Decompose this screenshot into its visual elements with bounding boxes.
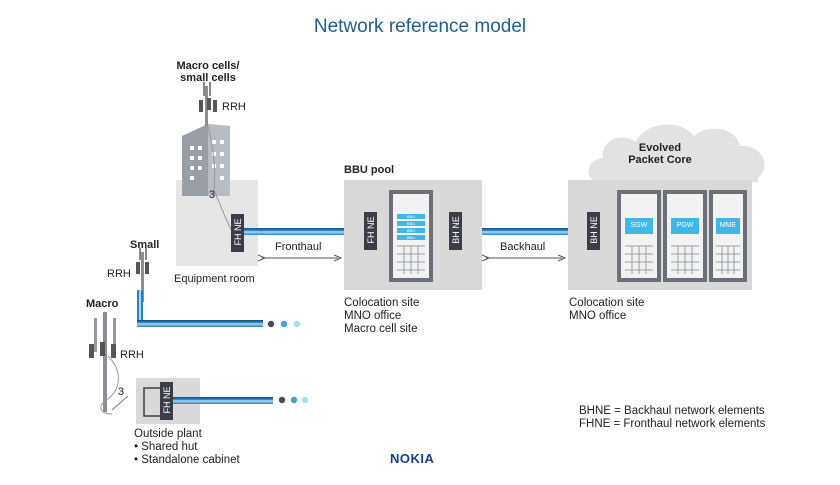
- sgw-module-label: SGW: [630, 222, 648, 229]
- outside-plant-item: Shared hut: [141, 441, 198, 453]
- fh-ne-box-bbu: [364, 212, 377, 250]
- bbu-module-label: BBU: [406, 214, 416, 219]
- outside-plant-title: Outside plant: [134, 428, 202, 440]
- small-cell-continuation-dots: [267, 320, 301, 328]
- core-site-line: Colocation site: [569, 297, 645, 309]
- macro-label: Macro: [86, 298, 119, 310]
- bbu-site-line: Macro cell site: [344, 323, 418, 335]
- mme-module-label: MME: [719, 222, 737, 229]
- outside-plant-item: Standalone cabinet: [141, 454, 240, 466]
- bh-ne-box-core: [587, 212, 600, 250]
- fh-ne-label-outside-plant: FH NE: [162, 386, 172, 414]
- macro-cells-label-line2: small cells: [180, 72, 236, 84]
- outside-plant-bullet: • Standalone cabinet: [134, 454, 240, 466]
- equipment-room-label: Equipment room: [174, 273, 255, 285]
- page-title: Network reference model: [313, 16, 527, 37]
- small-label: Small: [130, 239, 160, 251]
- fronthaul-label: Fronthaul: [275, 241, 322, 253]
- backhaul-label: Backhaul: [500, 241, 546, 253]
- bh-ne-box-bbu: [449, 212, 462, 250]
- building-icon: [182, 124, 230, 196]
- macro-cells-label-line1: Macro cells/: [176, 60, 240, 72]
- evolved-label-line2: Packet Core: [628, 154, 692, 166]
- evolved-packet-core-cloud: [588, 124, 765, 182]
- rrh-top-label: RRH: [222, 101, 246, 113]
- core-rack-pgw: [663, 190, 707, 282]
- small-cell-antenna-icon: [136, 248, 149, 302]
- evolved-label-line1: Evolved: [638, 142, 682, 154]
- fronthaul-cable: [244, 228, 354, 235]
- link-count-macro: 3: [118, 386, 125, 398]
- small-cell-cable: [137, 290, 263, 327]
- bbu-site-line: MNO office: [344, 310, 402, 322]
- rrh-small-label: RRH: [107, 268, 131, 280]
- core-site-line: MNO office: [569, 310, 627, 322]
- outside-plant-bullet: • Shared hut: [134, 441, 198, 453]
- bh-ne-label-bbu: BH NE: [451, 216, 461, 244]
- pgw-module-label: PGW: [676, 222, 694, 229]
- bbu-module-label: BBU: [406, 228, 416, 233]
- legend-bhne: BHNE = Backhaul network elements: [579, 405, 765, 417]
- fh-ne-box-equipment-room: [231, 214, 244, 252]
- core-rack-sgw: [617, 190, 661, 282]
- rrh-antenna-top-icon: [199, 82, 233, 233]
- nokia-logo: NOKIA: [390, 451, 435, 466]
- bbu-module-label: BBU: [406, 221, 416, 226]
- fh-ne-label-equipment-room: FH NE: [233, 218, 243, 246]
- link-count-top: 3: [209, 189, 216, 201]
- bbu-site-line: Colocation site: [344, 297, 420, 309]
- legend-fhne: FHNE = Fronthaul network elements: [579, 418, 766, 430]
- bh-ne-label-core: BH NE: [589, 216, 599, 244]
- bbu-pool-label: BBU pool: [344, 164, 395, 176]
- macro-antenna-icon: [89, 312, 129, 415]
- bbu-rack: [389, 190, 433, 282]
- fh-ne-box-outside-plant: [160, 382, 173, 420]
- outside-plant-cable: [173, 397, 273, 404]
- backhaul-cable: [462, 228, 586, 235]
- rrh-macro-label: RRH: [120, 349, 144, 361]
- core-rack-mme: [709, 190, 747, 282]
- outside-plant-continuation-dots: [278, 396, 309, 404]
- bbu-module-label: BBU: [406, 235, 416, 240]
- fh-ne-label-bbu: FH NE: [366, 216, 376, 244]
